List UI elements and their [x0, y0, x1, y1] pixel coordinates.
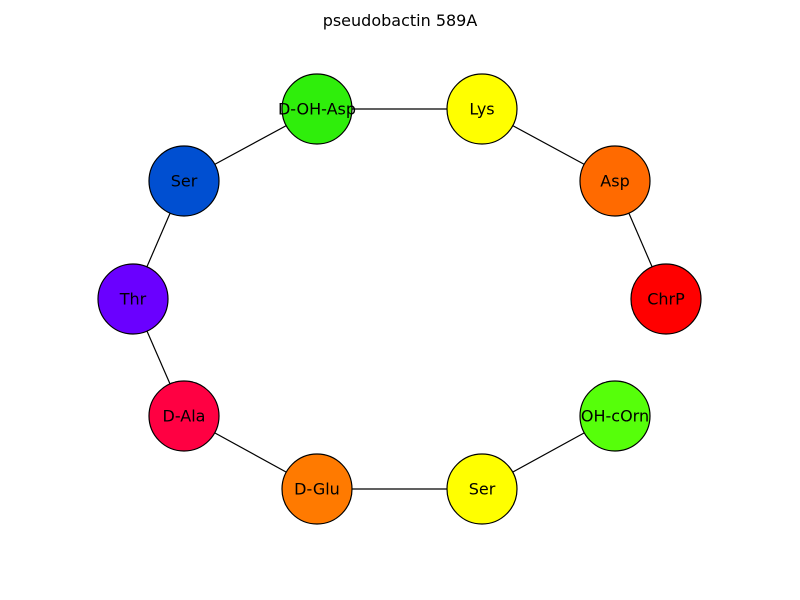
node-circle [148, 145, 220, 217]
node-d-oh-asp: D-OH-Asp [278, 73, 356, 145]
node-label: Lys [469, 100, 494, 119]
node-asp: Asp [579, 145, 651, 217]
node-circle [579, 145, 651, 217]
node-circle [148, 380, 220, 452]
node-label: Ser [469, 480, 496, 499]
node-d-ala: D-Ala [148, 380, 220, 452]
node-d-glu: D-Glu [281, 453, 353, 525]
node-circle [630, 263, 702, 335]
node-circle [579, 380, 651, 452]
node-ser2: Ser [446, 453, 518, 525]
node-thr: Thr [97, 263, 169, 335]
node-label: D-Ala [163, 407, 206, 426]
node-circle [281, 453, 353, 525]
node-ser1: Ser [148, 145, 220, 217]
node-circle [281, 73, 353, 145]
node-label: Ser [171, 172, 198, 191]
node-label: Asp [600, 172, 629, 191]
node-label: ChrP [647, 290, 685, 309]
node-lys: Lys [446, 73, 518, 145]
node-circle [97, 263, 169, 335]
node-circle [446, 73, 518, 145]
node-label: D-Glu [294, 480, 340, 499]
diagram-title: pseudobactin 589A [323, 11, 478, 30]
node-oh-corn: OH-cOrn [579, 380, 651, 452]
node-chrp: ChrP [630, 263, 702, 335]
node-circle [446, 453, 518, 525]
node-label: D-OH-Asp [278, 100, 356, 119]
node-label: Thr [119, 290, 147, 309]
node-label: OH-cOrn [581, 407, 649, 426]
